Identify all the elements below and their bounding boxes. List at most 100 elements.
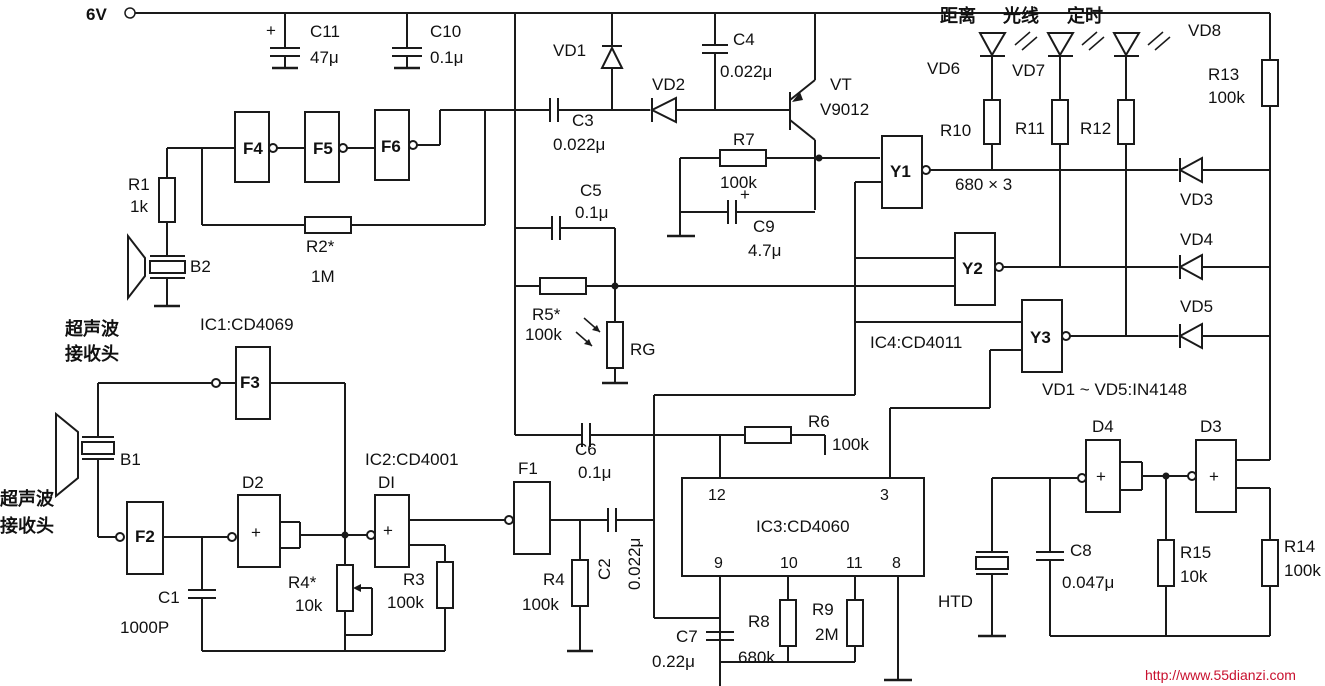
di-plus: + (383, 521, 393, 540)
f6-label: F6 (381, 137, 401, 156)
d3-plus: + (1209, 467, 1219, 486)
r8-value: 680k (738, 648, 775, 667)
mode-light: 光线 (1002, 5, 1039, 27)
di-label: DI (378, 473, 395, 492)
vd8-label: VD8 (1188, 21, 1221, 40)
c9-value: 4.7μ (748, 241, 781, 260)
capacitor-c11: + (266, 13, 300, 70)
c4-value: 0.022μ (720, 62, 772, 81)
ic2-label: IC2:CD4001 (365, 450, 459, 469)
d4-label: D4 (1092, 417, 1114, 436)
f5-label: F5 (313, 139, 333, 158)
svg-text:+: + (740, 185, 750, 204)
r6-value: 100k (832, 435, 869, 454)
rx-label-top-2: 接收头 (65, 343, 119, 365)
c3-value: 0.022μ (553, 135, 605, 154)
inverter-chain-top (127, 109, 486, 308)
mode-distance: 距离 (940, 5, 976, 27)
b1-label: B1 (120, 450, 141, 469)
c5-value: 0.1μ (575, 203, 608, 222)
f4-label: F4 (243, 139, 263, 158)
r5-value: 100k (525, 325, 562, 344)
r8-label: R8 (748, 612, 770, 631)
vd5-label: VD5 (1180, 297, 1213, 316)
ic1-label: IC1:CD4069 (200, 315, 294, 334)
r6-label: R6 (808, 412, 830, 431)
r5-label: R5* (532, 305, 561, 324)
r7-label: R7 (733, 130, 755, 149)
c2-value: 0.022μ (625, 538, 644, 590)
c5-label: C5 (580, 181, 602, 200)
pin-8: 8 (892, 555, 901, 572)
pin-3: 3 (880, 487, 889, 504)
r14-label: R14 (1284, 537, 1315, 556)
light-sensor-network (515, 216, 960, 385)
ic4-label: IC4:CD4011 (870, 333, 962, 352)
pin-11: 11 (846, 555, 863, 572)
pin-10: 10 (780, 555, 798, 572)
f3-label: F3 (240, 373, 260, 392)
vd7-label: VD7 (1012, 61, 1045, 80)
r3-label: R3 (403, 570, 425, 589)
c9-label: C9 (753, 217, 775, 236)
c1-label: C1 (158, 588, 180, 607)
pin-9: 9 (714, 555, 723, 572)
supply-terminal (124, 7, 136, 19)
r13-value: 100k (1208, 88, 1245, 107)
timer-ic3 (515, 420, 925, 686)
r3-value: 100k (387, 593, 424, 612)
supply-label: 6V (86, 5, 107, 24)
receiver-chain-bottom: + + (55, 346, 720, 653)
r9-label: R9 (812, 600, 834, 619)
r1-value: 1k (130, 197, 148, 216)
c8-label: C8 (1070, 541, 1092, 560)
r4star-value: 10k (295, 596, 323, 615)
htd-label: HTD (938, 592, 973, 611)
f2-label: F2 (135, 527, 155, 546)
r10-label: R10 (940, 121, 971, 140)
c8-value: 0.047μ (1062, 573, 1114, 592)
r4star-label: R4* (288, 573, 317, 592)
c3-label: C3 (572, 111, 594, 130)
rx-label-bottom-2: 接收头 (0, 515, 54, 537)
c11-value: 47μ (310, 48, 339, 67)
d4-plus: + (1096, 467, 1106, 486)
capacitor-c10 (392, 13, 422, 70)
r2-value: 1M (311, 267, 335, 286)
c4-label: C4 (733, 30, 755, 49)
watermark: http://www.55dianzi.com (1145, 667, 1296, 683)
y1-label: Y1 (890, 162, 911, 181)
y2-label: Y2 (962, 259, 983, 278)
c6-value: 0.1μ (578, 463, 611, 482)
nand-gates-ic4 (654, 135, 1178, 420)
c7-label: C7 (676, 627, 698, 646)
vd2-label: VD2 (652, 75, 685, 94)
vd3-label: VD3 (1180, 190, 1213, 209)
c7-value: 0.22μ (652, 652, 695, 671)
c10-label: C10 (430, 22, 461, 41)
r2-label: R2* (306, 237, 335, 256)
c2-label: C2 (595, 558, 614, 580)
r10-12-value: 680 × 3 (955, 175, 1012, 194)
c11-label: C11 (310, 22, 340, 41)
r14-value: 100k (1284, 561, 1321, 580)
r15-value: 10k (1180, 567, 1208, 586)
d3-label: D3 (1200, 417, 1222, 436)
r7-value: 100k (720, 173, 757, 192)
ic3-label: IC3:CD4060 (756, 517, 850, 536)
vt-value: V9012 (820, 100, 869, 119)
rg-label: RG (630, 340, 656, 359)
pin-12: 12 (708, 487, 726, 504)
r1-label: R1 (128, 175, 150, 194)
r15-label: R15 (1180, 543, 1211, 562)
led-indicators (978, 31, 1279, 350)
r11-label: R11 (1015, 119, 1045, 138)
bias-network: + (480, 13, 880, 435)
svg-text:+: + (266, 21, 276, 40)
c1-value: 1000P (120, 618, 169, 637)
r13-label: R13 (1208, 65, 1239, 84)
rx-label-top-1: 超声波 (65, 318, 120, 340)
r12-label: R12 (1080, 119, 1111, 138)
diode-note: VD1 ~ VD5:IN4148 (1042, 380, 1187, 399)
